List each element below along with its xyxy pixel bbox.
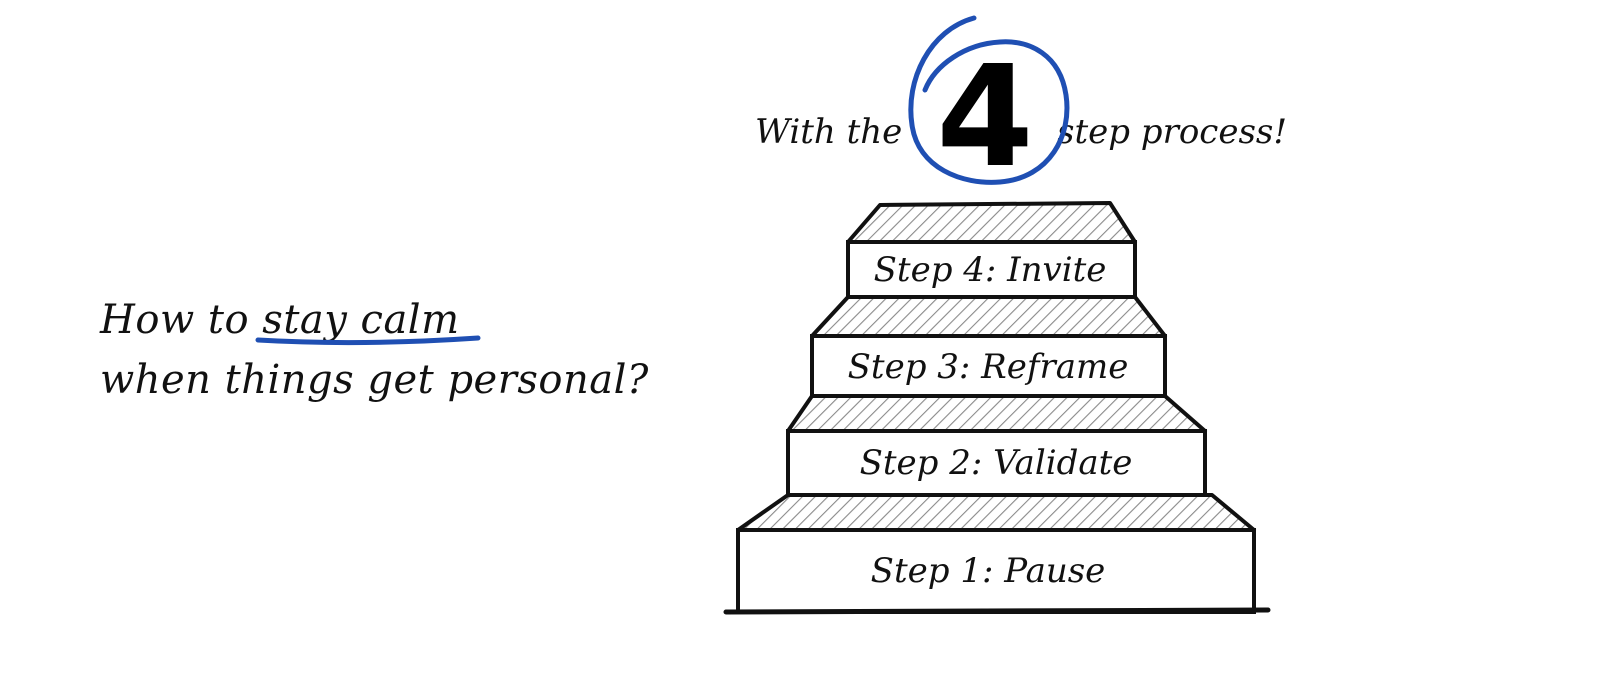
step-2-tread [786,394,1207,433]
headline-before: With the [755,112,903,152]
step-2-block: Step 2: Validate [786,394,1207,497]
step-4-block: Step 4: Invite [846,201,1137,299]
question-prefix: How to [100,297,263,343]
step-3-riser [810,334,1167,398]
headline: With the step process! [755,112,1287,152]
ground-line [723,607,1271,615]
question-text: How to stay calm when things get persona… [100,290,649,410]
step-2-riser [786,429,1207,497]
step-3-label: Step 3: Reframe [848,347,1129,387]
step-1-block: Step 1: Pause [723,493,1271,615]
emphasis-underline [255,335,481,346]
step-4-label: Step 4: Invite [874,250,1107,290]
question-emphasis: stay calm [262,297,460,343]
step-2-label: Step 2: Validate [860,443,1133,483]
step-1-tread [736,493,1256,532]
step-count-number: 4 [936,36,1033,199]
step-3-tread [810,295,1167,338]
question-line-1: How to stay calm [100,290,649,350]
question-line-2: when things get personal? [100,357,649,403]
headline-after: step process! [1057,112,1288,152]
step-1-label: Step 1: Pause [871,551,1106,591]
step-3-block: Step 3: Reframe [810,295,1167,398]
step-1-riser [736,528,1256,614]
step-4-tread [846,201,1137,244]
number-circle [908,15,1070,185]
